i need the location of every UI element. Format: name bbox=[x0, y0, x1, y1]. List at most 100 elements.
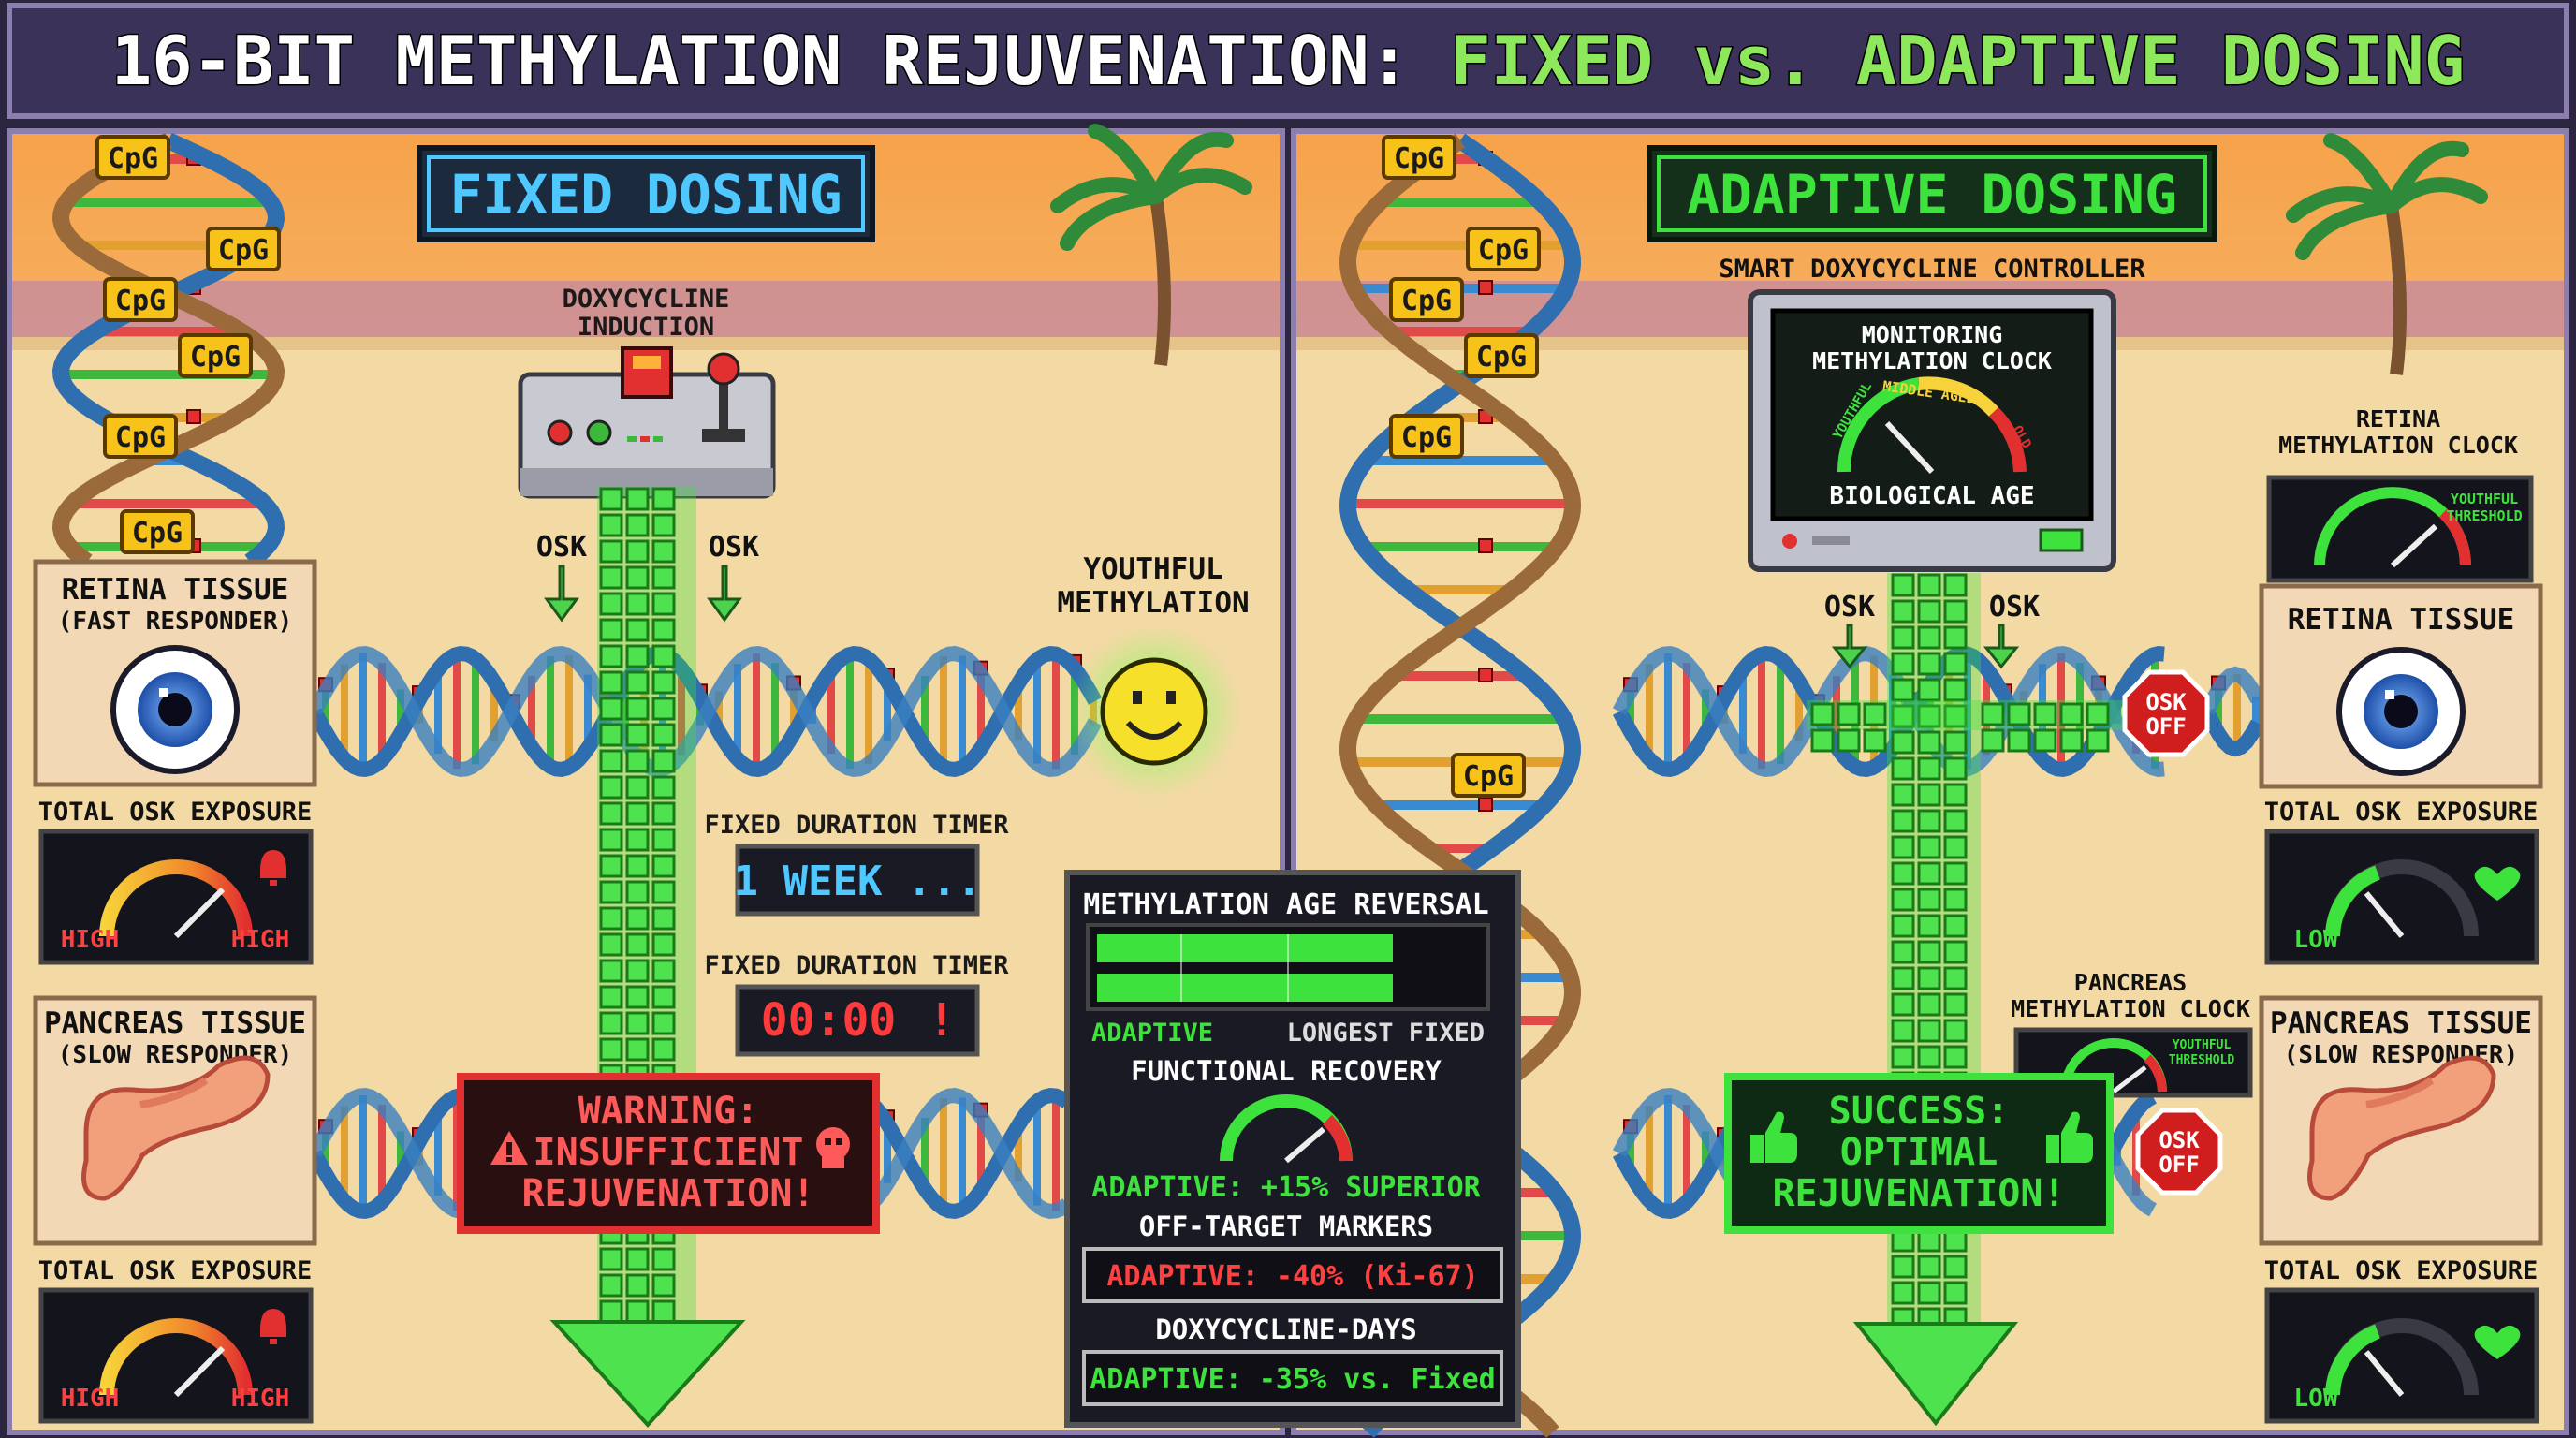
cpg-tag: CpG bbox=[206, 227, 281, 271]
svg-text:OSK: OSK bbox=[2145, 689, 2187, 715]
retina-tissue-card-fixed: RETINA TISSUE (FAST RESPONDER) bbox=[33, 559, 317, 787]
exposure-gauge-retina-adaptive: LOW bbox=[2264, 829, 2539, 965]
cpg-tag: CpG bbox=[1382, 135, 1456, 180]
svg-text:YOUTHFUL: YOUTHFUL bbox=[2451, 491, 2518, 507]
svg-text:OSK: OSK bbox=[2159, 1127, 2200, 1153]
bell-icon bbox=[260, 850, 286, 886]
doxy-label: DOXYCYCLINE-DAYS bbox=[1155, 1313, 1416, 1345]
svg-text:YOUTHFUL: YOUTHFUL bbox=[2173, 1038, 2232, 1052]
svg-text:!: ! bbox=[929, 994, 956, 1047]
down-arrow-icon bbox=[1831, 624, 2020, 669]
timer-countdown: 00:00 ! bbox=[735, 984, 980, 1057]
svg-text:OFF: OFF bbox=[2159, 1152, 2199, 1178]
warning-triangle-icon bbox=[490, 1131, 528, 1165]
svg-text:ADAPTIVE DOSING: ADAPTIVE DOSING bbox=[1687, 163, 2177, 227]
svg-text:HIGH: HIGH bbox=[61, 926, 120, 954]
heart-icon bbox=[2474, 1325, 2521, 1359]
osk-label: OSK bbox=[1824, 591, 1875, 624]
pancreas-clock-label-2: METHYLATION CLOCK bbox=[2011, 995, 2250, 1022]
svg-text:OPTIMAL: OPTIMAL bbox=[1840, 1131, 1998, 1174]
functional-value: ADAPTIVE: +15% SUPERIOR bbox=[1091, 1171, 1481, 1204]
bar-fixed bbox=[1097, 974, 1393, 1002]
cpg-tag: CpG bbox=[120, 509, 195, 554]
osk-label: OSK bbox=[536, 531, 587, 564]
joystick[interactable] bbox=[719, 374, 728, 431]
title-prefix: 16-BIT METHYLATION REJUVENATION: bbox=[111, 22, 1450, 100]
exposure-label: TOTAL OSK EXPOSURE bbox=[38, 1256, 313, 1285]
red-button[interactable] bbox=[547, 419, 573, 446]
retina-tissue-card-adaptive: RETINA TISSUE bbox=[2259, 583, 2543, 789]
svg-text:RETINA TISSUE: RETINA TISSUE bbox=[2288, 603, 2515, 637]
cpg-tag: CpG bbox=[95, 135, 170, 180]
thumbs-up-icon bbox=[1750, 1111, 1797, 1163]
svg-text:MONITORING: MONITORING bbox=[1862, 321, 2003, 348]
svg-text:CpG: CpG bbox=[1478, 234, 1529, 267]
svg-text:CpG: CpG bbox=[108, 142, 158, 175]
osk-label: OSK bbox=[709, 531, 759, 564]
doxycycline-console[interactable] bbox=[518, 346, 776, 499]
cpg-tag: CpG bbox=[1389, 277, 1464, 322]
svg-text:CpG: CpG bbox=[1394, 142, 1444, 175]
svg-text:HIGH: HIGH bbox=[231, 926, 290, 954]
svg-text:REJUVENATION!: REJUVENATION! bbox=[1772, 1172, 2065, 1215]
title-bar: 16-BIT METHYLATION REJUVENATION: FIXED v… bbox=[7, 3, 2569, 119]
eye-icon bbox=[110, 645, 240, 774]
svg-text:LOW: LOW bbox=[2294, 926, 2338, 954]
cpg-tag: CpG bbox=[1389, 414, 1464, 459]
svg-text:PANCREAS TISSUE: PANCREAS TISSUE bbox=[44, 1006, 306, 1040]
svg-text:CpG: CpG bbox=[190, 341, 241, 374]
pancreas-clock-label-1: PANCREAS bbox=[2074, 969, 2187, 996]
functional-gauge bbox=[1220, 1094, 1353, 1164]
functional-label: FUNCTIONAL RECOVERY bbox=[1131, 1055, 1442, 1087]
cpg-tag: CpG bbox=[103, 277, 178, 322]
stats-head: METHYLATION AGE REVERSAL bbox=[1083, 888, 1488, 921]
svg-text:CpG: CpG bbox=[1476, 341, 1527, 374]
bar-adaptive-label: ADAPTIVE bbox=[1091, 1019, 1213, 1048]
down-arrow-icon bbox=[544, 565, 742, 623]
svg-text:1 WEEK ...: 1 WEEK ... bbox=[734, 858, 982, 905]
timer1-label: FIXED DURATION TIMER bbox=[704, 811, 1009, 840]
youthful-label-2: METHYLATION bbox=[1057, 586, 1249, 620]
osk-label: OSK bbox=[1989, 591, 2040, 624]
green-button[interactable] bbox=[586, 419, 612, 446]
svg-text:BIOLOGICAL AGE: BIOLOGICAL AGE bbox=[1829, 482, 2034, 510]
svg-text:CpG: CpG bbox=[115, 285, 166, 317]
fixed-dosing-badge: FIXED DOSING bbox=[417, 145, 875, 242]
svg-text:(FAST RESPONDER): (FAST RESPONDER) bbox=[58, 608, 292, 636]
exposure-label: TOTAL OSK EXPOSURE bbox=[38, 798, 313, 827]
cpg-tag: CpG bbox=[1466, 227, 1541, 271]
cpg-tag: CpG bbox=[1451, 753, 1526, 798]
exposure-gauge-retina-fixed: HIGH HIGH bbox=[38, 829, 314, 965]
svg-text:CpG: CpG bbox=[1401, 285, 1452, 317]
bar-adaptive bbox=[1097, 934, 1393, 962]
svg-text:CpG: CpG bbox=[115, 421, 166, 454]
exposure-gauge-pancreas-adaptive: LOW bbox=[2264, 1287, 2539, 1424]
svg-text:PANCREAS TISSUE: PANCREAS TISSUE bbox=[2270, 1006, 2532, 1040]
osk-off-stop-sign-retina: OSK OFF bbox=[2122, 669, 2210, 757]
svg-text:FIXED DOSING: FIXED DOSING bbox=[449, 163, 842, 227]
svg-text:LOW: LOW bbox=[2294, 1385, 2338, 1413]
warning-box: WARNING: INSUFFICIENT REJUVENATION! bbox=[457, 1073, 880, 1234]
doxy-value: ADAPTIVE: -35% vs. Fixed bbox=[1090, 1363, 1495, 1396]
induction-button[interactable] bbox=[621, 346, 673, 399]
pancreas-icon bbox=[81, 1055, 271, 1201]
svg-text:INSUFFICIENT: INSUFFICIENT bbox=[534, 1131, 804, 1174]
pancreas-icon bbox=[2307, 1055, 2496, 1201]
svg-text:CpG: CpG bbox=[132, 517, 183, 550]
svg-text:CpG: CpG bbox=[1401, 421, 1452, 454]
palm-tree-icon bbox=[2286, 133, 2488, 375]
success-box: SUCCESS: OPTIMAL REJUVENATION! bbox=[1724, 1073, 2114, 1234]
vertical-dna-helix-left bbox=[51, 132, 285, 569]
svg-text:CpG: CpG bbox=[218, 234, 269, 267]
bell-icon bbox=[260, 1309, 286, 1344]
svg-text:16-BIT METHYLATION REJUVENATIO: 16-BIT METHYLATION REJUVENATION: FIXED v… bbox=[111, 22, 2465, 100]
thumbs-up-icon bbox=[2046, 1111, 2093, 1163]
svg-text:THRESHOLD: THRESHOLD bbox=[2446, 507, 2522, 524]
pancreas-tissue-card-adaptive: PANCREAS TISSUE (SLOW RESPONDER) bbox=[2259, 995, 2543, 1246]
svg-text:OFF: OFF bbox=[2145, 713, 2186, 740]
smiley-icon bbox=[1068, 625, 1240, 798]
svg-text:00:00: 00:00 bbox=[761, 994, 897, 1047]
smart-controller-monitor: MONITORING METHYLATION CLOCK YOUTHFUL MI… bbox=[1748, 289, 2116, 572]
retina-clock-label-2: METHYLATION CLOCK bbox=[2278, 432, 2518, 459]
